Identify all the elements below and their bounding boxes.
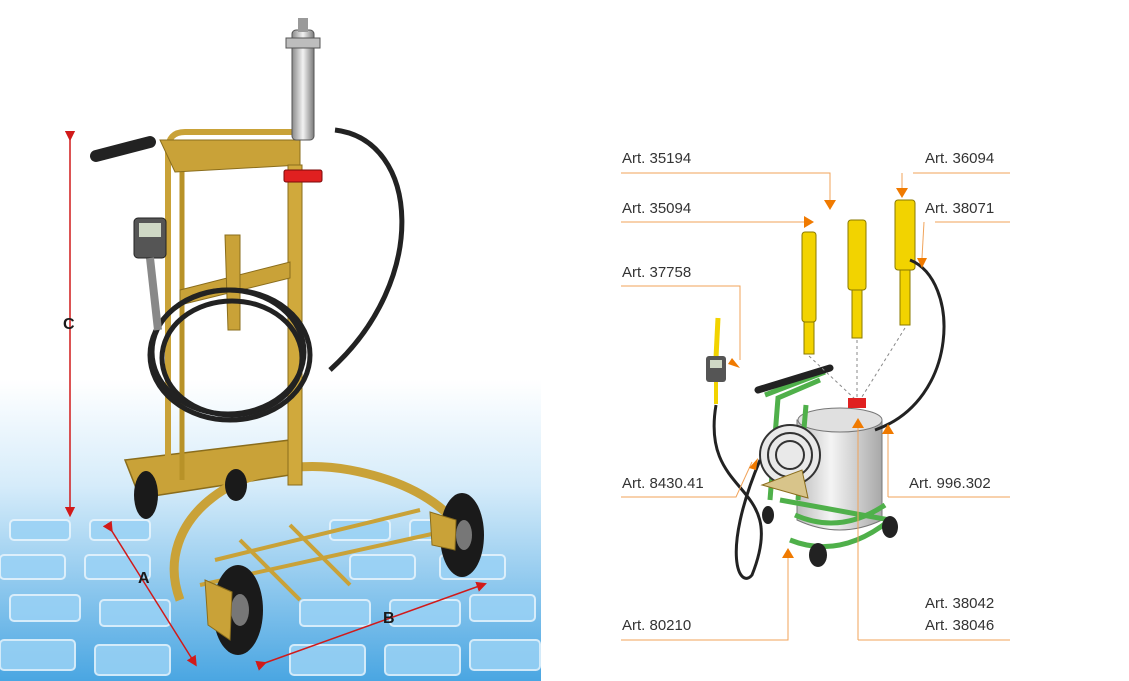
part-label-35194: Art. 35194: [622, 150, 692, 167]
adapter-ring: [848, 398, 866, 408]
part-label-35094: Art. 35094: [622, 200, 692, 217]
part-label-38071: Art. 38071: [925, 200, 995, 217]
wheel-front-right: [440, 493, 484, 577]
pump-hose: [874, 258, 946, 432]
part-label-8430-41: Art. 8430.41: [622, 475, 704, 492]
part-label-38046: Art. 38046: [925, 617, 995, 634]
dimension-label-a: A: [138, 570, 150, 587]
air-hose: [328, 127, 405, 372]
part-label-37758: Art. 37758: [622, 264, 692, 281]
hose-reel: [759, 424, 821, 499]
pump-35094: [801, 231, 817, 355]
trolley-photo: [0, 0, 541, 681]
part-label-80210: Art. 80210: [622, 617, 692, 634]
pump-35194: [847, 219, 867, 339]
dimension-b-line: [255, 581, 487, 671]
green-trolley-handle: [754, 364, 834, 394]
dispensing-hose: [712, 404, 763, 580]
wheel-rear-left: [134, 471, 158, 519]
part-label-38042: Art. 38042: [925, 595, 995, 612]
part-label-36094: Art. 36094: [925, 150, 995, 167]
dimension-label-c: C: [63, 316, 75, 333]
dimension-label-b: B: [383, 610, 395, 627]
drum-adapter: [283, 169, 323, 183]
dimension-a-line: [102, 520, 197, 667]
hose-coil: [147, 287, 313, 423]
green-trolley-wheels: [762, 506, 898, 567]
part-label-996-302: Art. 996.302: [909, 475, 991, 492]
wheel-rear-right: [225, 469, 247, 501]
dispensing-gun: [706, 317, 726, 404]
exploded-diagram: [621, 172, 1010, 641]
pump-36094: [894, 199, 916, 326]
leader-arrows: [728, 188, 927, 558]
green-trolley: [764, 369, 892, 550]
nozzle-grip: [90, 136, 156, 162]
leader-lines: [621, 172, 1010, 641]
